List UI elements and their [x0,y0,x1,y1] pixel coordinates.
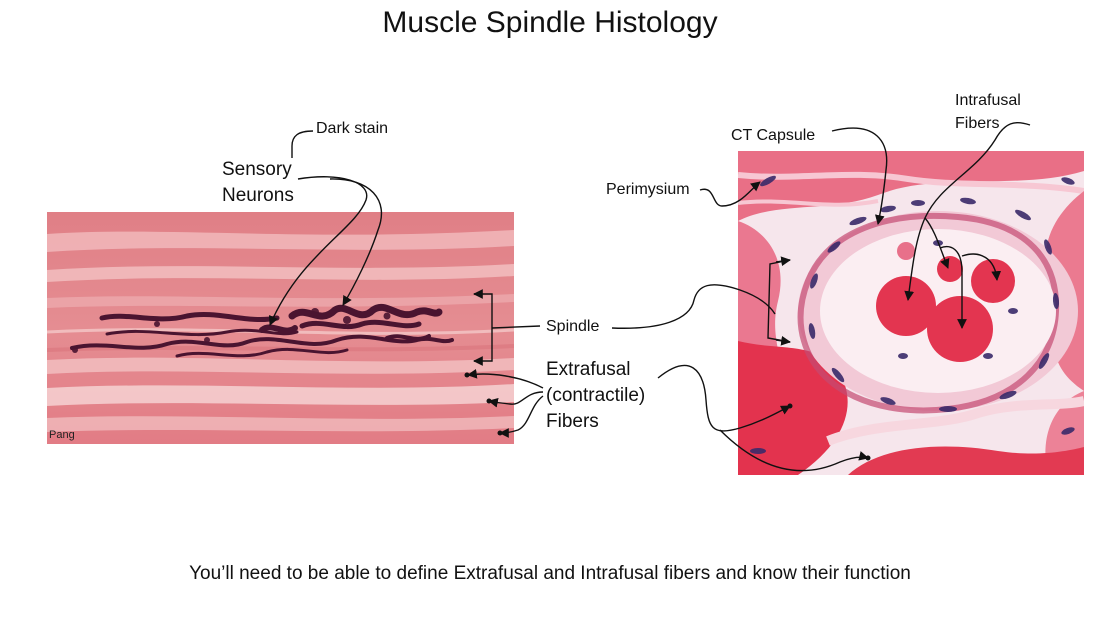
longitudinal-section-image [47,212,514,444]
label-dark-stain: Dark stain [316,120,389,137]
cross-section-image [738,151,1084,475]
footer-note: You’ll need to be able to define Extrafu… [189,563,911,584]
label-intrafusal-line2: Fibers [955,115,1000,132]
label-sensory-neurons-line2: Neurons [222,185,294,206]
label-extrafusal-line3: Fibers [546,411,599,432]
longitudinal-section-micrograph: Pang [47,212,514,444]
dark-stain-leader [291,130,314,158]
label-spindle: Spindle [546,318,600,335]
image-credit: Pang [49,429,75,441]
label-intrafusal-line1: Intrafusal [955,92,1021,109]
slide-title: Muscle Spindle Histology [382,6,718,39]
label-extrafusal-line2: (contractile) [546,385,646,406]
label-ct-capsule: CT Capsule [731,127,816,144]
cross-section-micrograph [738,151,1084,475]
label-sensory-neurons-line1: Sensory [222,159,292,180]
label-extrafusal-line1: Extrafusal [546,359,631,380]
label-perimysium: Perimysium [606,181,690,198]
